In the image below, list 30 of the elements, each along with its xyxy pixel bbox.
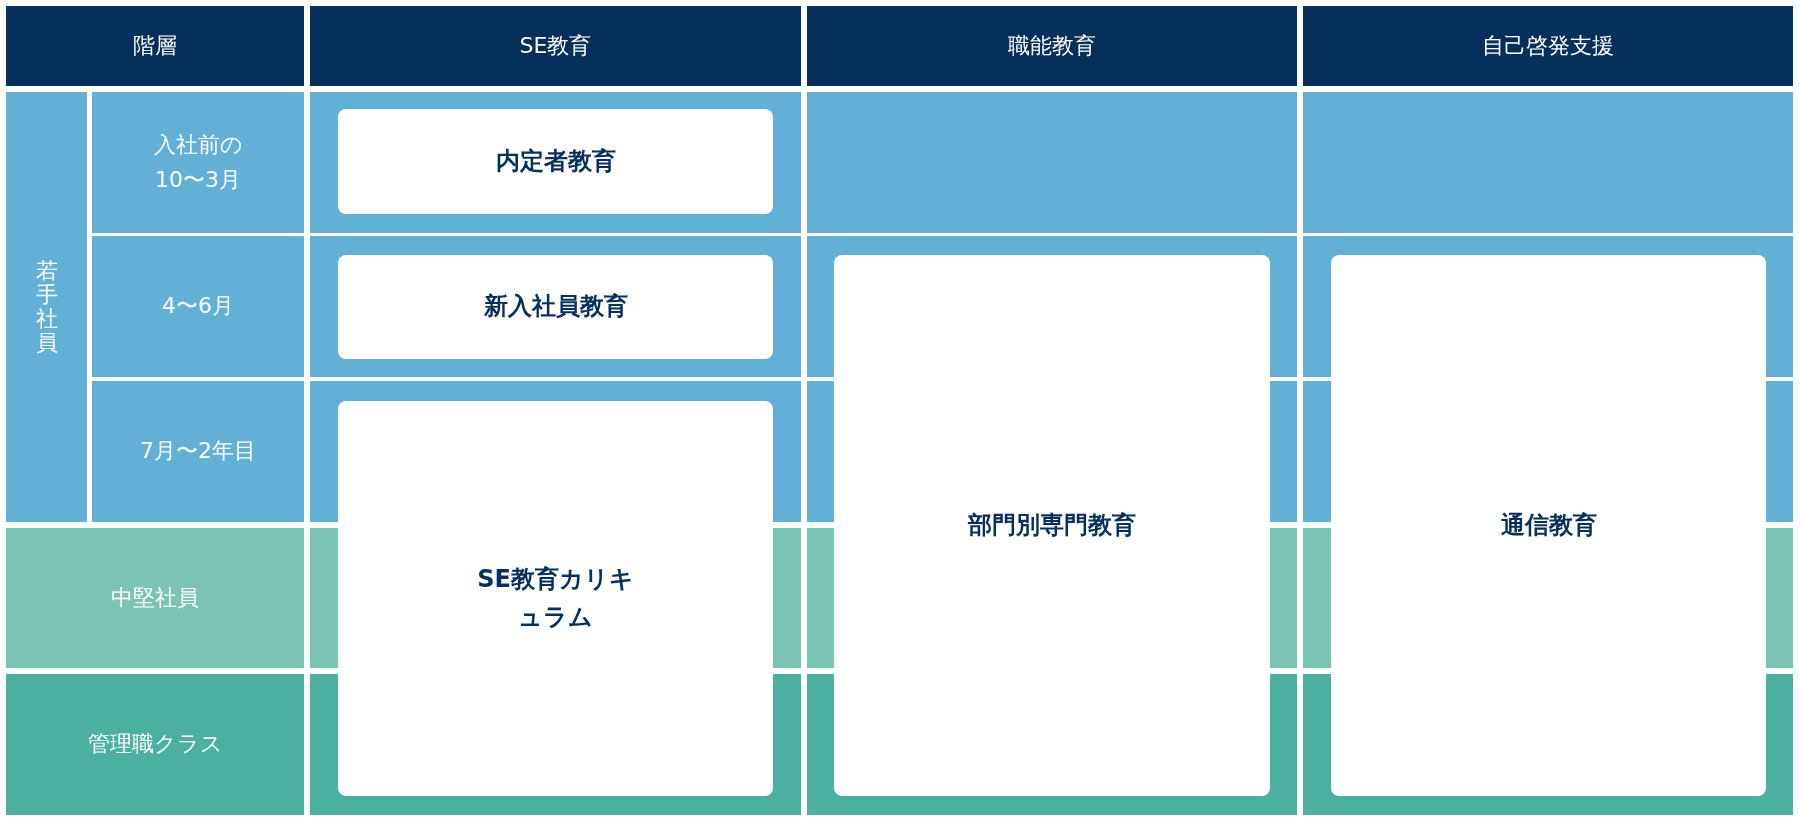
column-header: 職能教育	[1008, 31, 1096, 60]
program-name: SE教育カリキュラム	[476, 564, 635, 633]
row-group-label: 若手社員	[35, 258, 58, 356]
header-cell	[6, 6, 304, 86]
header-cell	[807, 6, 1297, 86]
row-header-cell	[92, 381, 304, 522]
row-header-cell	[92, 92, 304, 233]
header-cell	[310, 6, 801, 86]
program-card	[338, 255, 773, 359]
program-name: 部門別専門教育	[968, 509, 1136, 541]
program-card	[1331, 255, 1766, 796]
program-name: 通信教育	[1500, 509, 1597, 541]
row-header-cell	[6, 528, 304, 668]
column-header: 階層	[133, 31, 177, 60]
row-label: 管理職クラス	[87, 730, 223, 759]
program-card	[338, 401, 773, 796]
row-label: 入社前の10〜3月	[152, 131, 244, 194]
program-name: 新入社員教育	[483, 291, 628, 323]
row-header-cell	[92, 236, 304, 377]
row-label: 7月〜2年目	[140, 437, 256, 466]
program-name: 内定者教育	[495, 145, 616, 177]
header-cell	[1303, 6, 1793, 86]
row-label: 中堅社員	[111, 583, 199, 612]
program-card	[338, 109, 773, 214]
row-label: 4〜6月	[162, 292, 234, 321]
row-header-cell	[6, 674, 304, 815]
column-header: 自己啓発支援	[1482, 31, 1614, 60]
column-header: SE教育	[519, 31, 592, 60]
row-group-cell	[6, 92, 87, 522]
program-card	[834, 255, 1270, 796]
